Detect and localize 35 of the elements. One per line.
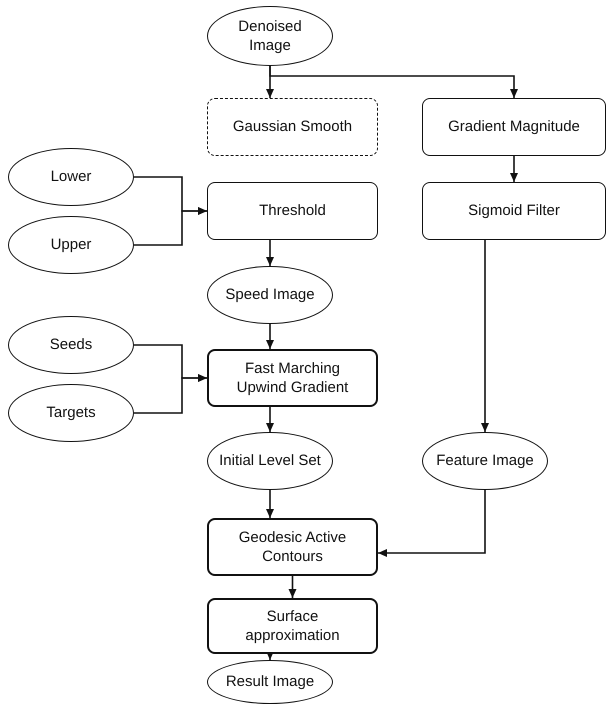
node-label: Lower: [50, 167, 92, 187]
arrow: [269, 66, 518, 98]
node-label: Surface approximation: [244, 606, 341, 646]
arrow: [378, 490, 486, 557]
node-label: Threshold: [259, 201, 326, 221]
arrow: [134, 207, 207, 246]
arrow: [266, 324, 274, 349]
key-process-box: [207, 518, 378, 576]
node-label: Upper: [50, 235, 92, 255]
node-label: Sigmoid Filter: [468, 201, 560, 221]
optional-process-box: [207, 98, 378, 156]
node-label: Geodesic Active Contours: [238, 528, 348, 566]
arrow: [481, 240, 489, 432]
process-box: [422, 98, 606, 156]
arrow: [288, 576, 296, 598]
process-box: [207, 182, 378, 240]
arrow: [510, 156, 518, 182]
arrow: [134, 374, 207, 414]
node-label: Result Image: [226, 672, 314, 692]
process-box: [422, 182, 606, 240]
arrow: [266, 651, 274, 660]
node-label: Feature Image: [436, 451, 534, 471]
node-label: Seeds: [50, 335, 92, 355]
arrow: [266, 407, 274, 432]
arrow: [266, 490, 274, 518]
node-label: Gaussian Smooth: [232, 117, 352, 137]
node-label: Targets: [46, 403, 96, 423]
node-label: Initial Level Set: [219, 451, 321, 471]
key-process-box: [207, 349, 378, 407]
key-process-box: [207, 598, 378, 654]
node-label: Fast Marching Upwind Gradient: [236, 358, 350, 398]
arrow: [266, 240, 274, 266]
node-label: Denoised Image: [237, 16, 303, 56]
node-label: Gradient Magnitude: [448, 117, 580, 137]
node-label: Speed Image: [225, 285, 315, 305]
